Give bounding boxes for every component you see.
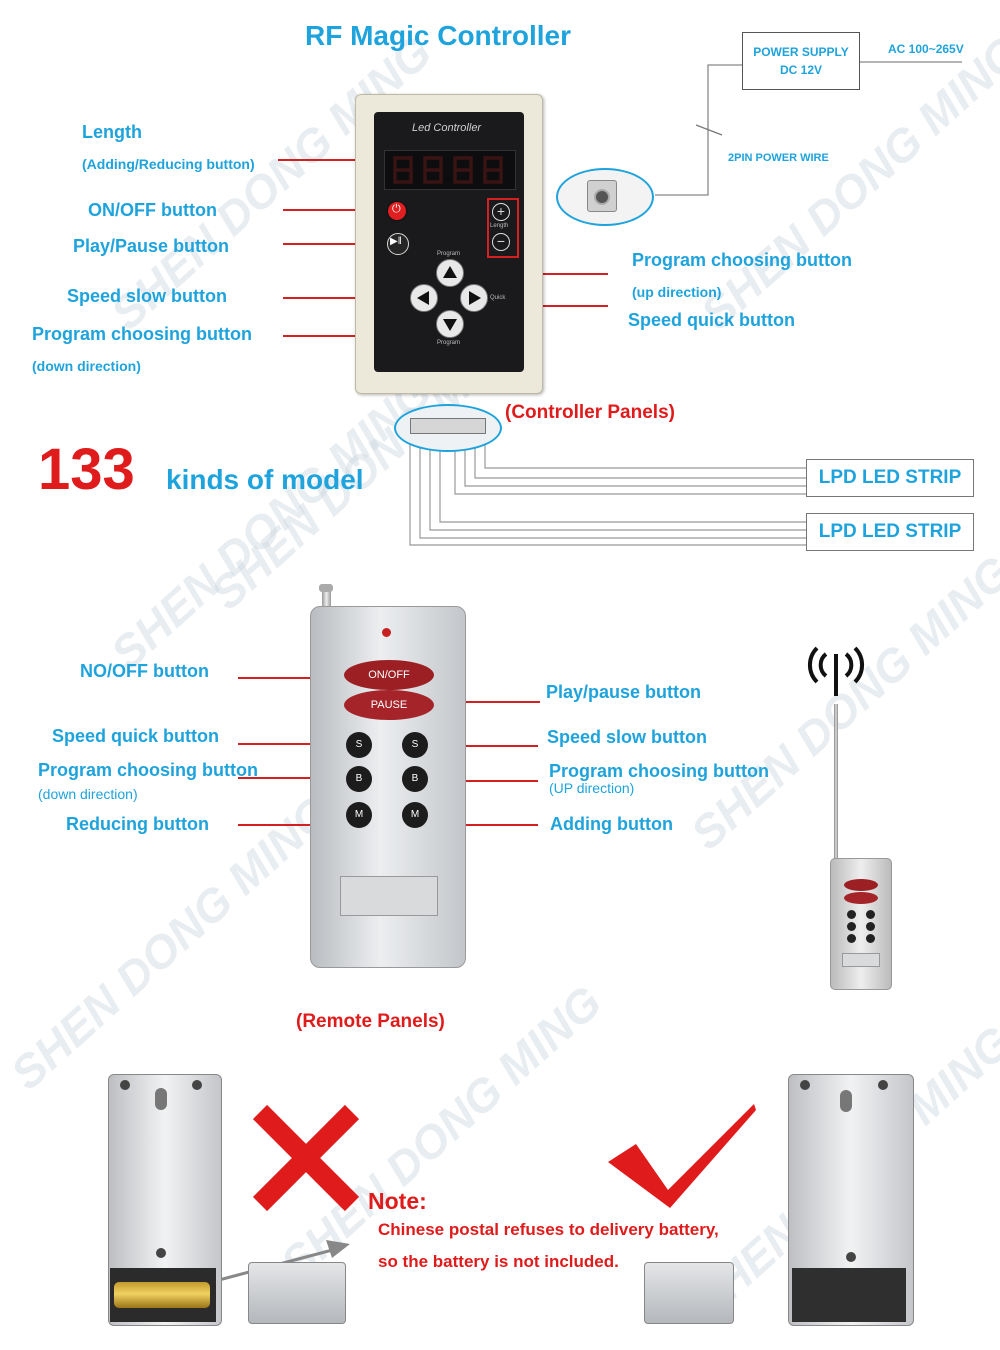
- triangle-down-icon: [443, 319, 457, 331]
- power-supply-line2: DC 12V: [779, 63, 823, 77]
- label-speed-quick: Speed quick button: [628, 310, 796, 330]
- remote-label-noff: NO/OFF button: [80, 661, 209, 681]
- controller-power-button[interactable]: [388, 202, 406, 220]
- battery-compartment-empty: [792, 1268, 906, 1322]
- length-minus-button[interactable]: −: [492, 233, 510, 251]
- controller-left-button[interactable]: [410, 284, 438, 312]
- remote-label-play-pause: Play/pause button: [546, 682, 702, 702]
- remote-led-indicator: [382, 628, 391, 637]
- label-length: Length: [82, 122, 142, 142]
- model-count: 133: [38, 437, 135, 502]
- label-length-sub: (Adding/Reducing button): [82, 156, 255, 172]
- length-button-group: [487, 198, 519, 258]
- label-program-up-sub: (up direction): [632, 284, 722, 300]
- remote-label-adding: Adding button: [550, 814, 673, 834]
- hang-hole: [155, 1088, 167, 1110]
- screw-hole: [120, 1080, 130, 1090]
- controller-brand-label: Led Controller: [412, 122, 482, 134]
- remote-label-program-up-sub: (UP direction): [549, 780, 635, 796]
- label-program-up: Program choosing button: [632, 250, 852, 270]
- remote-label-reducing: Reducing button: [66, 814, 209, 834]
- remote-program-up-key[interactable]: B: [402, 766, 428, 792]
- triangle-right-icon: [469, 291, 481, 305]
- remote-label-speed-slow: Speed slow button: [547, 727, 707, 747]
- power-supply-box: POWER SUPPLY DC 12V: [742, 32, 860, 90]
- connector-block: [410, 418, 486, 434]
- hang-hole: [840, 1090, 852, 1112]
- play-pause-icon: ▶‖: [390, 236, 402, 247]
- program-tiny-label-bottom: Program: [437, 340, 461, 346]
- program-tiny-label: Program: [437, 251, 461, 257]
- seven-segment-display: [384, 150, 516, 190]
- dc-jack-icon: [587, 180, 617, 212]
- led-strip-label-2: LPD LED STRIP: [806, 513, 974, 551]
- label-onoff: ON/OFF button: [88, 200, 217, 220]
- power-icon: ⏻: [392, 203, 401, 215]
- page-title: RF Magic Controller: [305, 20, 572, 51]
- remote-antenna-tip: [319, 584, 333, 592]
- triangle-left-icon: [417, 291, 429, 305]
- length-plus-button[interactable]: +: [492, 203, 510, 221]
- remote-label-speed-quick: Speed quick button: [52, 726, 220, 746]
- controller-up-button[interactable]: [436, 259, 464, 287]
- small-remote-antenna: [834, 704, 838, 862]
- note-line2: so the battery is not included.: [378, 1252, 619, 1271]
- led-strip-label-1: LPD LED STRIP: [806, 459, 974, 497]
- battery: [114, 1282, 210, 1308]
- ac-voltage-label: AC 100~265V: [888, 42, 964, 56]
- controller-right-button[interactable]: [460, 284, 488, 312]
- controller-play-pause-button[interactable]: [387, 233, 409, 255]
- remote-onoff-button[interactable]: ON/OFF: [344, 660, 434, 690]
- length-tiny-label: Length: [490, 223, 509, 229]
- controller-panels-label: (Controller Panels): [505, 402, 675, 423]
- remote-speed-quick-key[interactable]: S: [346, 732, 372, 758]
- remote-speed-slow-key[interactable]: S: [402, 732, 428, 758]
- battery-cover-left: [248, 1262, 346, 1324]
- label-program-down: Program choosing button: [32, 324, 252, 344]
- remote-program-down-key[interactable]: B: [346, 766, 372, 792]
- model-count-text: kinds of model: [166, 464, 364, 495]
- battery-cover-right: [644, 1262, 734, 1324]
- remote-label-program-down-sub: (down direction): [38, 786, 138, 802]
- screw-hole: [192, 1080, 202, 1090]
- controller-down-button[interactable]: [436, 310, 464, 338]
- checkmark-icon: [608, 1104, 756, 1208]
- remote-reducing-key[interactable]: M: [346, 802, 372, 828]
- screw-hole: [878, 1080, 888, 1090]
- power-supply-line1: POWER SUPPLY: [753, 45, 849, 59]
- remote-label-window: [340, 876, 438, 916]
- remote-pause-button[interactable]: PAUSE: [344, 690, 434, 720]
- small-remote-body: [830, 858, 892, 990]
- note-line1: Chinese postal refuses to delivery batte…: [378, 1220, 719, 1239]
- label-program-down-sub: (down direction): [32, 358, 141, 374]
- label-play-pause: Play/Pause button: [73, 236, 230, 256]
- power-wire-label: 2PIN POWER WIRE: [728, 152, 829, 164]
- screw-hole: [846, 1252, 856, 1262]
- screw-hole: [156, 1248, 166, 1258]
- triangle-up-icon: [443, 266, 457, 278]
- remote-panels-label: (Remote Panels): [296, 1011, 445, 1032]
- remote-antenna: [322, 590, 331, 614]
- quick-tiny-label: Quick: [490, 295, 506, 301]
- remote-label-program-up: Program choosing button: [549, 761, 769, 781]
- screw-hole: [800, 1080, 810, 1090]
- wireless-signal-icon: [807, 646, 865, 696]
- cross-icon: [252, 1104, 360, 1212]
- remote-label-program-down: Program choosing button: [38, 760, 258, 780]
- note-title: Note:: [368, 1188, 427, 1214]
- remote-adding-key[interactable]: M: [402, 802, 428, 828]
- label-speed-slow: Speed slow button: [67, 286, 227, 306]
